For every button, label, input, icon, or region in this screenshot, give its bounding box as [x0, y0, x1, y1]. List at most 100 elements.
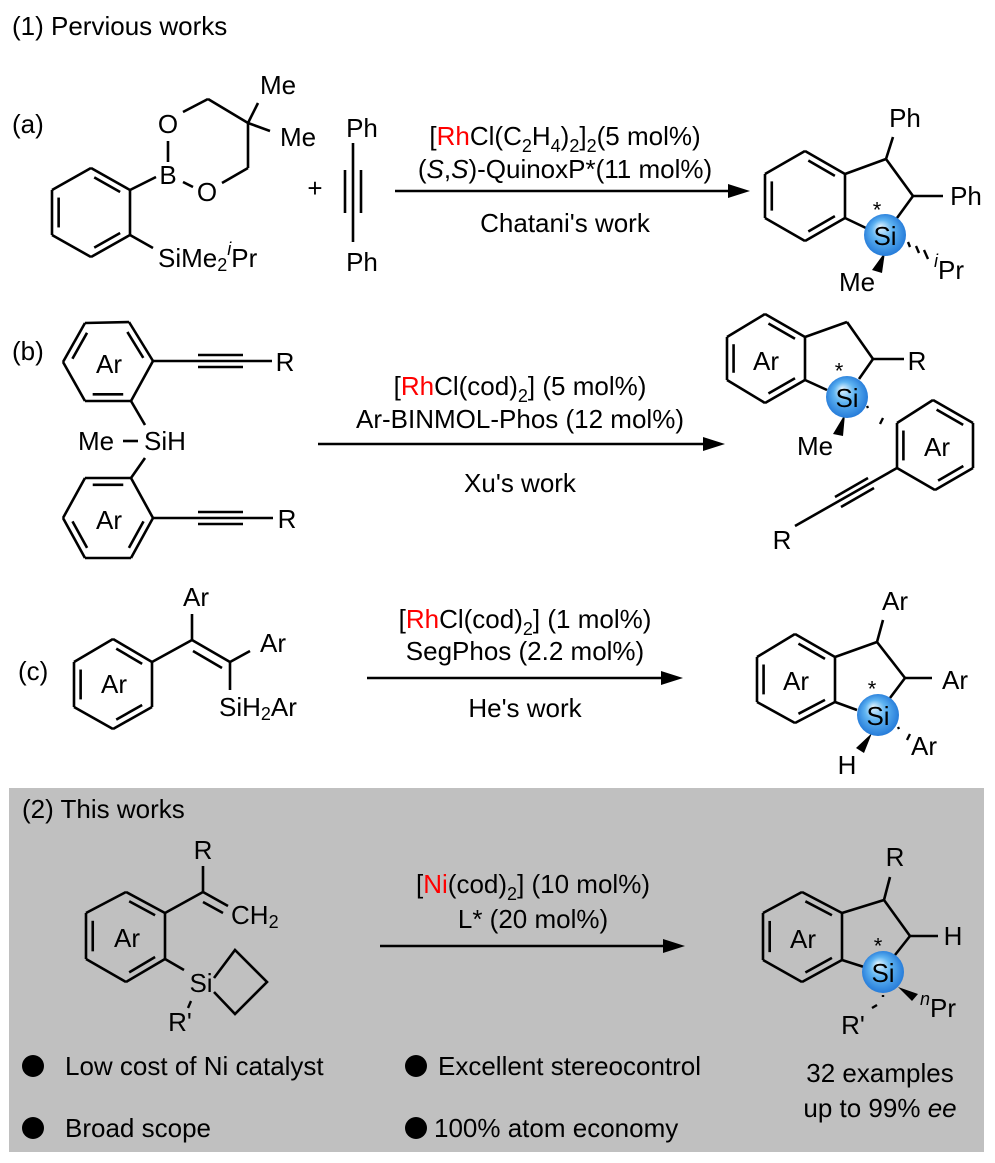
bond [128, 900, 156, 917]
ligand-conditions: Ar-BINMOL-Phos (12 mol%) [356, 404, 684, 434]
text-run: ee [928, 1093, 957, 1123]
triple-bond [343, 143, 363, 242]
bullet-icon [22, 1055, 44, 1077]
benzene-ring [61, 320, 155, 403]
benzene-ring [61, 476, 155, 560]
n-propyl-label: nPr [920, 989, 956, 1023]
aryl-ring-label: Ar [790, 924, 816, 954]
section1-title: (1) Pervious works [12, 11, 227, 41]
bond [756, 632, 796, 659]
bond [61, 322, 87, 363]
bond [801, 958, 843, 984]
text-run: SiH [219, 692, 261, 722]
catalyst-conditions: [RhCl(cod)2] (1 mol%) [399, 604, 652, 639]
atom-boron: B [159, 160, 176, 190]
bond [51, 233, 92, 259]
reference-credit: Xu's work [464, 468, 577, 498]
text-run: (5 mol%) [597, 121, 701, 151]
bond [127, 520, 145, 549]
reactant-d-bonds [164, 866, 269, 1016]
benzene-ring [72, 637, 154, 731]
ligand-conditions: L* (20 mol%) [458, 904, 608, 934]
highlight-item: Broad scope [65, 1113, 211, 1143]
bond [125, 957, 166, 984]
bond [129, 517, 155, 559]
r-group-label: R [908, 346, 927, 376]
text-run: i [934, 251, 939, 271]
bond [804, 216, 846, 243]
bond [71, 520, 89, 549]
methyl-label: Me [280, 122, 316, 152]
benzene-ring [755, 632, 837, 725]
methyl-label: Me [797, 431, 833, 461]
text-run: Pr [231, 243, 257, 273]
text-run: 2 [587, 136, 597, 156]
r-group-label: R [194, 835, 213, 865]
catalyst-conditions: [RhCl(cod)2] (5 mol%) [394, 371, 647, 406]
bullet-icon [405, 1117, 427, 1139]
bond [73, 637, 114, 664]
text-run: SiMe [158, 243, 217, 273]
silicon-stereocenter-sphere [862, 951, 904, 993]
benzene-ring [761, 890, 844, 984]
bond [801, 890, 843, 915]
bond [767, 377, 796, 395]
text-run: H [532, 121, 551, 151]
reaction-arrow [318, 437, 725, 451]
bond [726, 312, 766, 339]
bond [764, 149, 806, 176]
atom-oxygen: O [197, 177, 217, 207]
text-run: 2 [523, 619, 533, 639]
bond [115, 647, 143, 666]
silicon-label: Si [873, 221, 896, 251]
bond [935, 408, 964, 427]
highlight-item: Low cost of Ni catalyst [65, 1051, 324, 1081]
text-run: S [451, 154, 469, 184]
reaction-arrow [367, 671, 683, 685]
aryl-label: Ar [911, 731, 937, 761]
bond [762, 890, 803, 915]
text-run: [ [399, 604, 407, 634]
text-run: ] (10 mol%) [517, 869, 650, 899]
bond [61, 361, 87, 402]
text-run: ( [418, 154, 427, 184]
bond [90, 233, 131, 259]
text-run: Rh [406, 604, 439, 634]
reactant-b-bonds [123, 353, 273, 526]
bond [129, 477, 155, 519]
aryl-ring-label: Ar [96, 505, 122, 535]
reaction-c: (c) Ar Ar Ar SiH2Ar [RhCl(cod)2] (1 mol%… [18, 582, 968, 780]
text-run: Rh [401, 371, 434, 401]
methyl-label: Me [260, 70, 296, 100]
text-run: Cl(C [470, 121, 522, 151]
methylene-label: CH2 [231, 900, 279, 932]
silicon-stereocenter-sphere [826, 376, 868, 418]
methyl-label: Me [78, 426, 114, 456]
r-prime-label: R' [168, 1007, 192, 1037]
benzene-ring [50, 166, 132, 259]
text-run: )-QuinoxP*(11 mol%) [468, 154, 712, 184]
bond [129, 360, 155, 402]
catalyst-conditions: [Ni(cod)2] (10 mol%) [416, 869, 650, 904]
aryl-label: Ar [942, 665, 968, 695]
enantioselectivity-summary: up to 99% ee [803, 1093, 956, 1123]
bond [61, 477, 87, 519]
reaction-a: (a) O B O Me Me SiMe2iPr + Ph Ph [12, 70, 982, 297]
bond [93, 176, 121, 194]
phenyl-label: Ph [346, 113, 378, 143]
bond [112, 705, 153, 731]
chiral-star: * [873, 198, 882, 223]
ligand-conditions: (S,S)-QuinoxP*(11 mol%) [418, 154, 712, 184]
text-run: Ar [271, 692, 297, 722]
bond [71, 332, 89, 360]
text-run: i [227, 239, 232, 259]
aryl-label: Ar [183, 582, 209, 612]
reaction-c-label: (c) [18, 656, 48, 686]
text-run: Pr [930, 993, 956, 1023]
bond [84, 320, 130, 325]
silicon-label: Si [835, 383, 858, 413]
aryl-ring-label: Ar [101, 669, 127, 699]
highlight-item: Excellent stereocontrol [438, 1051, 701, 1081]
bond [93, 231, 121, 249]
text-run: Rh [437, 121, 470, 151]
